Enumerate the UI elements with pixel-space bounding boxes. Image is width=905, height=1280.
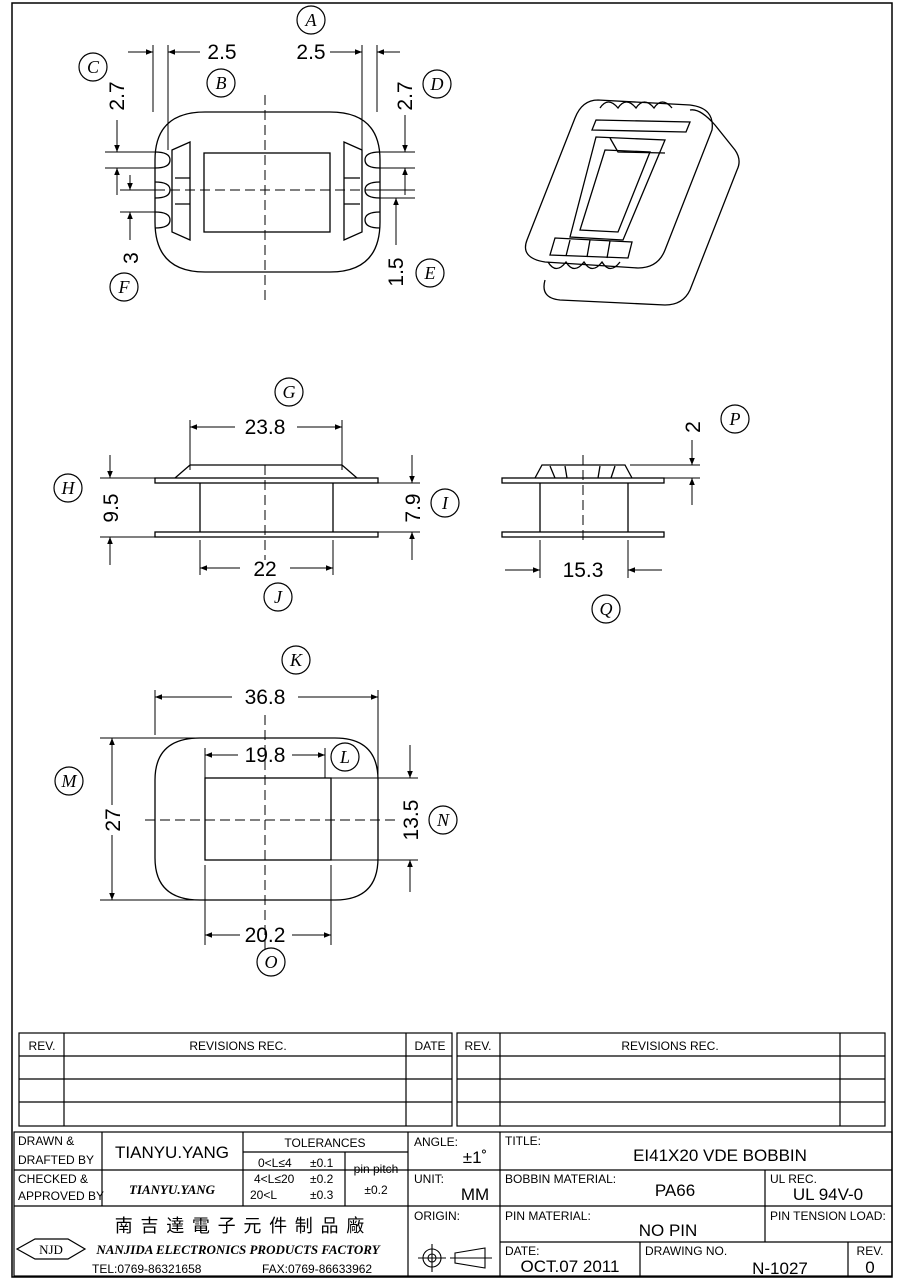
plan-view bbox=[100, 690, 418, 950]
date-header: DATE bbox=[414, 1039, 445, 1053]
rev-header-left: REV. bbox=[29, 1039, 56, 1053]
callout-m: M bbox=[61, 771, 78, 791]
callout-q: Q bbox=[600, 599, 613, 619]
bobbin-material-value: PA66 bbox=[655, 1181, 695, 1200]
tolerances-label: TOLERANCES bbox=[284, 1136, 365, 1150]
company-tel: TEL:0769-86321658 bbox=[92, 1262, 202, 1276]
dim-c: 2.7 bbox=[106, 81, 129, 110]
pin-material-label: PIN MATERIAL: bbox=[505, 1209, 591, 1223]
callout-j: J bbox=[274, 587, 283, 607]
callout-p: P bbox=[729, 409, 741, 429]
pin-pitch-val: ±0.2 bbox=[364, 1183, 388, 1197]
callout-n: N bbox=[436, 810, 450, 830]
callout-f: F bbox=[118, 277, 131, 297]
tol-2-val: ±0.2 bbox=[310, 1172, 334, 1186]
callout-h: H bbox=[61, 478, 76, 498]
callout-i: I bbox=[441, 493, 449, 513]
dim-d: 2.7 bbox=[394, 81, 417, 110]
callout-g: G bbox=[283, 382, 296, 402]
angle-value: ±1˚ bbox=[463, 1148, 487, 1167]
tol-3-val: ±0.3 bbox=[310, 1188, 334, 1202]
callout-k: K bbox=[289, 650, 303, 670]
top-view bbox=[105, 45, 415, 300]
callout-e: E bbox=[424, 263, 436, 283]
callout-b: B bbox=[216, 73, 227, 93]
tol-1: 0<L≤4 bbox=[258, 1156, 292, 1170]
checked-label-2: APPROVED BY bbox=[18, 1189, 104, 1203]
sheet-border bbox=[11, 2, 893, 1278]
dim-e: 1.5 bbox=[385, 257, 408, 286]
dim-a-right: 2.5 bbox=[296, 41, 325, 64]
side-view bbox=[501, 440, 700, 578]
dim-g: 23.8 bbox=[245, 416, 286, 439]
bobbin-material-label: BOBBIN MATERIAL: bbox=[505, 1172, 616, 1186]
angle-label: ANGLE: bbox=[414, 1135, 458, 1149]
date-value: OCT.07 2011 bbox=[521, 1257, 620, 1276]
callout-a: A bbox=[305, 10, 318, 30]
isometric-view bbox=[524, 99, 740, 306]
callout-d: D bbox=[430, 74, 444, 94]
revisions-rec-header-right: REVISIONS REC. bbox=[621, 1039, 718, 1053]
unit-value: MM bbox=[461, 1185, 489, 1204]
pin-tension-label: PIN TENSION LOAD: bbox=[770, 1209, 886, 1223]
pin-pitch-label: pin pitch bbox=[354, 1162, 399, 1176]
dim-q: 15.3 bbox=[563, 559, 604, 582]
dim-n: 13.5 bbox=[400, 800, 423, 841]
dim-o: 20.2 bbox=[245, 924, 286, 947]
tol-3: 20<L bbox=[250, 1188, 277, 1202]
checked-by: TIANYU.YANG bbox=[129, 1182, 216, 1197]
tol-1-val: ±0.1 bbox=[310, 1156, 334, 1170]
drawing-no-value: N-1027 bbox=[752, 1259, 808, 1278]
date-label: DATE: bbox=[505, 1244, 539, 1258]
checked-label-1: CHECKED & bbox=[18, 1172, 88, 1186]
dim-j: 22 bbox=[253, 558, 276, 581]
company-name-english: NANJIDA ELECTRONICS PRODUCTS FACTORY bbox=[95, 1242, 380, 1257]
tol-2: 4<L≤20 bbox=[254, 1172, 295, 1186]
callout-letters: A B C D E F G H I J K L M N O P Q bbox=[61, 10, 741, 972]
ul-rec-value: UL 94V-0 bbox=[793, 1185, 863, 1204]
callout-l: L bbox=[339, 747, 350, 767]
title-label: TITLE: bbox=[505, 1134, 541, 1148]
drawing-no-label: DRAWING NO. bbox=[645, 1244, 727, 1258]
dim-f: 3 bbox=[120, 252, 143, 264]
rev-header-right: REV. bbox=[465, 1039, 492, 1053]
callout-c: C bbox=[87, 57, 100, 77]
front-view bbox=[100, 420, 420, 575]
revisions-grid bbox=[18, 1032, 886, 1127]
logo-text: NJD bbox=[39, 1242, 63, 1257]
dim-a-left: 2.5 bbox=[207, 41, 236, 64]
njd-logo: NJD bbox=[15, 1238, 87, 1260]
dim-k: 36.8 bbox=[245, 686, 286, 709]
drawn-label-1: DRAWN & bbox=[18, 1134, 74, 1148]
callout-circles bbox=[53, 5, 750, 977]
dim-l: 19.8 bbox=[245, 744, 286, 767]
origin-label: ORIGIN: bbox=[414, 1209, 460, 1223]
pin-material-value: NO PIN bbox=[639, 1221, 698, 1240]
callout-o: O bbox=[265, 952, 278, 972]
revisions-rec-header-left: REVISIONS REC. bbox=[189, 1039, 286, 1053]
drawing-title: EI41X20 VDE BOBBIN bbox=[633, 1146, 807, 1165]
drawn-by: TIANYU.YANG bbox=[115, 1143, 229, 1162]
unit-label: UNIT: bbox=[414, 1172, 444, 1186]
rev-label: REV. bbox=[857, 1244, 884, 1258]
dim-p: 2 bbox=[682, 421, 705, 433]
ul-rec-label: UL REC. bbox=[770, 1172, 817, 1186]
rev-value: 0 bbox=[865, 1258, 874, 1277]
dim-h: 9.5 bbox=[100, 493, 123, 522]
title-block-grid bbox=[13, 1131, 893, 1277]
company-fax: FAX:0769-86633962 bbox=[262, 1262, 372, 1276]
projection-symbol-icon bbox=[418, 1244, 492, 1272]
dim-i: 7.9 bbox=[402, 493, 425, 522]
company-name-chinese: 南 吉 達 電 子 元 件 制 品 廠 bbox=[115, 1215, 366, 1237]
dim-m: 27 bbox=[102, 808, 125, 831]
drawn-label-2: DRAFTED BY bbox=[18, 1153, 94, 1167]
